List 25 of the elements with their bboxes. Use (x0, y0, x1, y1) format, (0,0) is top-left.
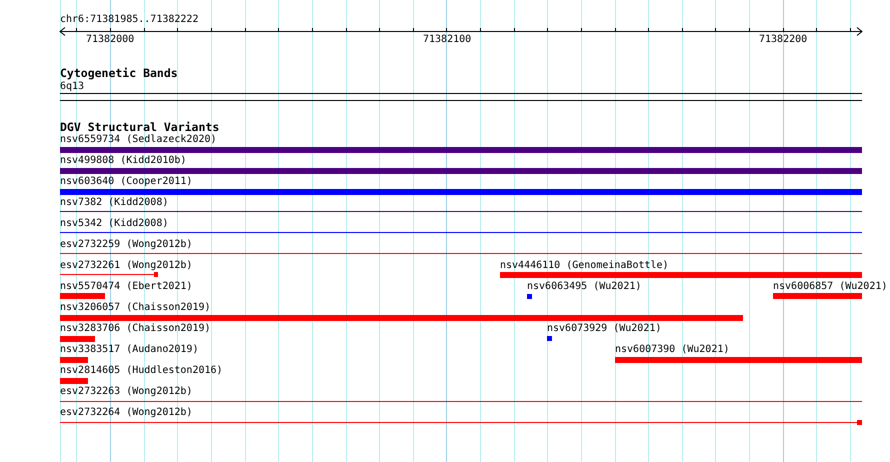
feature-label: nsv603640 (Cooper2011) (60, 176, 192, 188)
tick-label: 71382000 (86, 34, 134, 46)
feature-label: nsv6007390 (Wu2021) (615, 344, 730, 356)
feature-label: nsv7382 (Kidd2008) (60, 197, 168, 209)
feature-label: nsv3206057 (Chaisson2019) (60, 302, 211, 314)
tick-label: 71382200 (759, 34, 808, 46)
tick-label: 71382100 (423, 34, 472, 46)
coordinate-title: chr6:71381985..71382222 (60, 14, 198, 26)
feature-label: nsv4446110 (GenomeinaBottle) (500, 260, 669, 272)
feature-label: esv2732263 (Wong2012b) (60, 386, 192, 398)
feature-label: nsv6073929 (Wu2021) (547, 323, 662, 335)
track-heading: DGV Structural Variants (60, 121, 220, 133)
feature-label: esv2732264 (Wong2012b) (60, 407, 192, 419)
feature-label: nsv6006857 (Wu2021) (773, 281, 888, 293)
feature-label: nsv6559734 (Sedlazeck2020) (60, 134, 217, 146)
feature-label: esv2732261 (Wong2012b) (60, 260, 192, 272)
feature-label: nsv499808 (Kidd2010b) (60, 155, 186, 167)
feature-label: nsv3383517 (Audano2019) (60, 344, 198, 356)
feature-label: nsv3283706 (Chaisson2019) (60, 323, 211, 335)
feature-label: esv2732259 (Wong2012b) (60, 239, 192, 251)
feature-label: nsv5570474 (Ebert2021) (60, 281, 192, 293)
feature-label: nsv2814605 (Huddleston2016) (60, 365, 223, 377)
band-label: 6q13 (60, 81, 84, 93)
feature-label: nsv6063495 (Wu2021) (527, 281, 642, 293)
feature-label: nsv5342 (Kidd2008) (60, 218, 168, 230)
